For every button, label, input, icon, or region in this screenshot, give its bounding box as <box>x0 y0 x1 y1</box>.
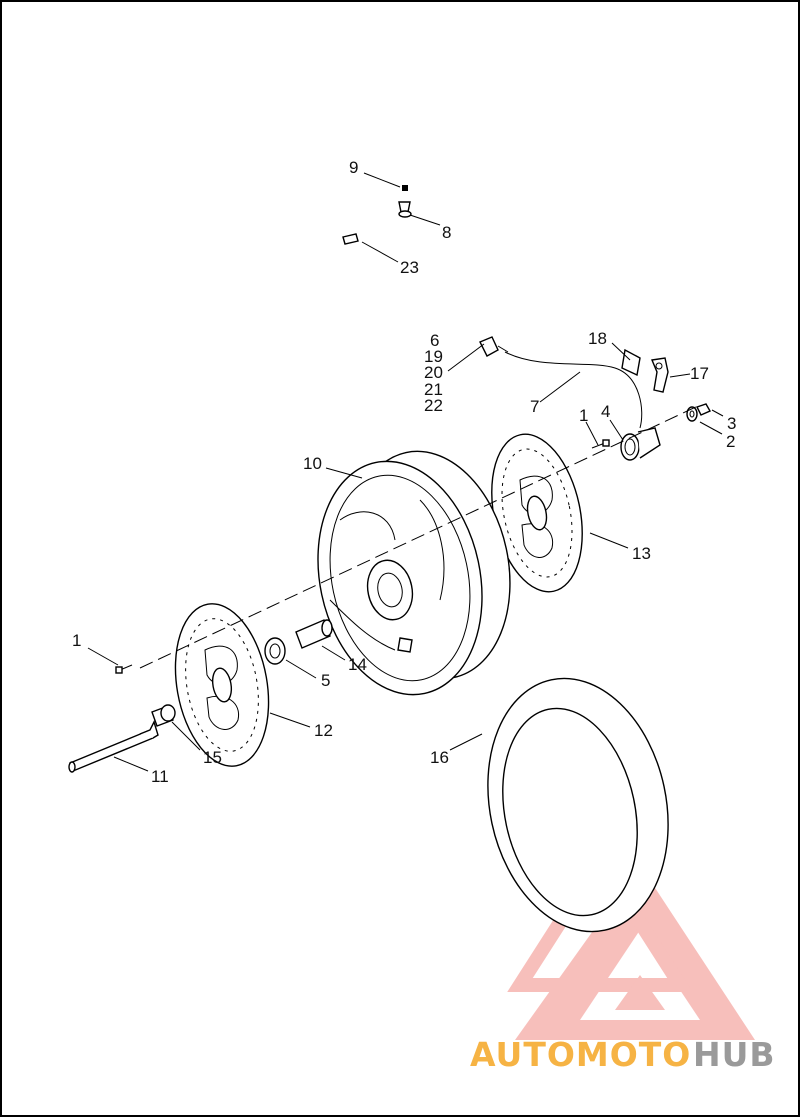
callout-1-lower: 1 <box>72 631 81 650</box>
callout-13: 13 <box>632 544 651 563</box>
spacer-part-14 <box>295 619 333 649</box>
callout-18: 18 <box>588 329 607 348</box>
bearing-part-5 <box>264 637 286 665</box>
callout-11: 11 <box>151 767 169 786</box>
callout-22: 22 <box>424 396 443 415</box>
wheel-rim-part-10 <box>317 450 511 696</box>
washer-part-2 <box>686 406 698 422</box>
valve-cap-part-9 <box>402 185 408 191</box>
callout-10: 10 <box>303 454 322 473</box>
brake-rotor-part-12 <box>174 603 270 767</box>
bolt-part-1-right <box>591 439 610 449</box>
callout-19: 19 <box>424 347 443 366</box>
callout-21: 21 <box>424 380 443 399</box>
callout-4: 4 <box>601 402 610 421</box>
valve-stem-part-8 <box>398 201 412 218</box>
watermark-text-secondary: HUB <box>693 1035 776 1074</box>
watermark-text-primary: AUTOMOTO <box>470 1035 691 1074</box>
callout-8: 8 <box>442 223 451 242</box>
assembly-centerline <box>139 404 701 669</box>
bolt-part-1-left <box>115 664 133 674</box>
tire-part-16 <box>487 677 669 933</box>
nut-part-3 <box>696 403 711 416</box>
callout-5: 5 <box>321 671 330 690</box>
callout-14: 14 <box>348 655 367 674</box>
callout-7: 7 <box>530 397 539 416</box>
cable-clip-part-17 <box>651 357 669 393</box>
axle-part-11 <box>68 720 159 773</box>
callout-16: 16 <box>430 748 449 767</box>
callout-2: 2 <box>726 432 735 451</box>
valve-weight-part-23 <box>342 233 359 245</box>
sensor-encoder-part-4 <box>620 427 661 461</box>
callout-9: 9 <box>349 158 358 177</box>
callout-17: 17 <box>690 364 709 383</box>
callout-15: 15 <box>203 748 222 767</box>
callout-labels: 9 8 23 6 19 20 21 22 18 17 7 1 4 3 2 10 … <box>72 158 736 786</box>
sensor-cable-part-7 <box>504 351 643 429</box>
callout-1-upper: 1 <box>579 406 588 425</box>
watermark-text: AUTOMOTO HUB <box>470 1035 776 1074</box>
callout-12: 12 <box>314 721 333 740</box>
callout-3: 3 <box>727 414 736 433</box>
callout-20: 20 <box>424 363 443 382</box>
speed-sensor-part-6 <box>479 336 509 357</box>
leader-lines <box>87 172 724 772</box>
callout-23: 23 <box>400 258 419 277</box>
spacer-part-15 <box>151 704 176 727</box>
callout-6: 6 <box>430 331 439 350</box>
